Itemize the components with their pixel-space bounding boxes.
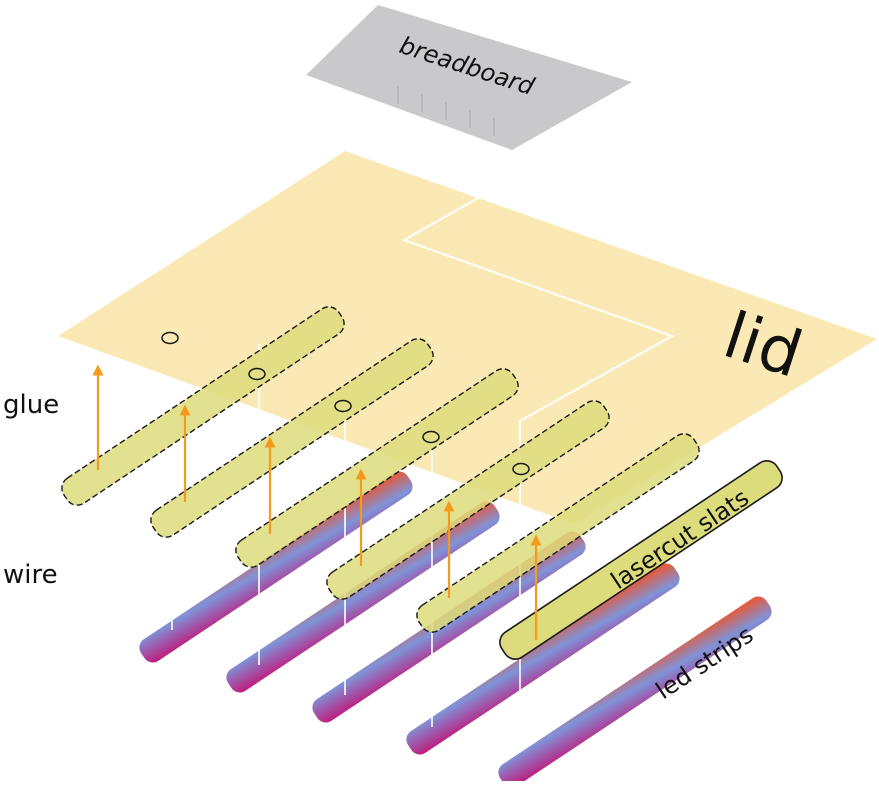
wire-hole	[334, 399, 352, 413]
led-strip	[312, 531, 586, 723]
led-strip	[406, 563, 680, 755]
lid: lid	[58, 151, 877, 524]
breadboard: breadboard	[306, 5, 632, 150]
slat	[235, 368, 519, 568]
lid-plate	[58, 151, 877, 524]
slat	[326, 400, 610, 600]
wire-holes	[161, 331, 530, 476]
led-strip	[498, 596, 772, 786]
wire-hole	[161, 331, 179, 345]
wire-label: wire	[3, 560, 58, 590]
wires	[171, 344, 521, 727]
wire-hole	[248, 367, 266, 381]
lasercut-slats: lasercut slats	[61, 306, 783, 660]
slat	[499, 460, 783, 660]
slat	[150, 338, 434, 538]
breadboard-plate	[306, 5, 632, 150]
breadboard-pins	[397, 86, 495, 136]
wire-hole	[512, 462, 530, 476]
wire-hole	[422, 430, 440, 444]
glue-arrows	[92, 364, 542, 640]
slat	[61, 306, 345, 506]
glue-label: glue	[3, 390, 59, 420]
